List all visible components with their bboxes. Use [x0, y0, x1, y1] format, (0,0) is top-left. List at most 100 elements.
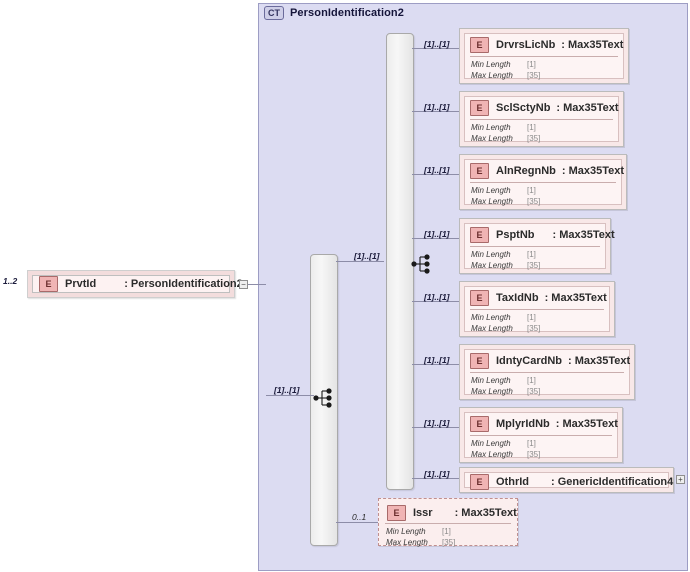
connector-line: [412, 478, 460, 479]
connector-line: [412, 111, 460, 112]
element-box-othrid[interactable]: E OthrId : GenericIdentification4: [459, 467, 674, 493]
element-box-taxidnb[interactable]: E TaxIdNb : Max35Text Min Length [1] Max…: [459, 281, 615, 337]
element-header-row: E IdntyCardNb : Max35Text: [465, 350, 631, 372]
facet-name: Min Length: [471, 313, 511, 322]
facet-row: Min Length [1]: [471, 122, 614, 133]
element-box-inner: E DrvrsLicNb : Max35Text Min Length [1] …: [464, 33, 624, 81]
sequence-bar-inner: [386, 33, 414, 490]
facet-value: [1]: [527, 123, 536, 132]
facet-name: Min Length: [471, 123, 511, 132]
facet-row: Max Length [35]: [471, 196, 617, 207]
element-box-mplyridnb[interactable]: E MplyrIdNb : Max35Text Min Length [1] M…: [459, 407, 623, 463]
element-name: PrvtId: [65, 278, 97, 290]
facet-name: Max Length: [471, 197, 513, 206]
facet-row: Min Length [1]: [471, 438, 613, 449]
facet-row: Max Length [35]: [471, 449, 613, 460]
root-cardinality: 1..2: [3, 276, 18, 286]
outer-cardinality: [1]..[1]: [274, 385, 300, 395]
element-icon: E: [470, 474, 489, 490]
facet-value: [35]: [527, 324, 541, 333]
element-icon: E: [39, 276, 58, 292]
element-icon: E: [470, 416, 489, 432]
collapse-toggle-prvtid[interactable]: −: [239, 280, 248, 289]
element-box-inner: E PsptNb : Max35Text Min Length [1] Max …: [464, 223, 615, 271]
facet-list: Min Length [1] Max Length [35]: [386, 526, 513, 548]
facet-name: Min Length: [386, 527, 426, 536]
element-box-issr[interactable]: E Issr : Max35Text Min Length [1] Max Le…: [378, 498, 518, 548]
facet-list: Min Length [1] Max Length [35]: [471, 185, 617, 207]
facet-name: Min Length: [471, 250, 511, 259]
connector-line: [336, 261, 384, 262]
element-header-row: E PsptNb : Max35Text: [465, 224, 615, 246]
connector-line: [336, 522, 378, 523]
sequence-connector-icon-inner: [411, 253, 437, 275]
facet-value: [1]: [527, 313, 536, 322]
facet-row: Min Length [1]: [471, 59, 619, 70]
element-box-inner: E SclSctyNb : Max35Text Min Length [1] M…: [464, 96, 619, 144]
inner-cardinality: [1]..[1]: [354, 251, 380, 261]
element-box-alnregnnb[interactable]: E AlnRegnNb : Max35Text Min Length [1] M…: [459, 154, 627, 210]
element-box-prvtid[interactable]: E PrvtId : PersonIdentification2: [27, 270, 243, 298]
divider: [470, 182, 616, 183]
connector-line: [412, 238, 460, 239]
element-name: DrvrsLicNb: [496, 39, 556, 51]
element-type: : Max35Text: [454, 507, 517, 519]
connector-line: [248, 284, 266, 285]
child-cardinality: [1]..[1]: [424, 165, 450, 175]
sequence-connector-icon-outer: [313, 387, 339, 409]
facet-list: Min Length [1] Max Length [35]: [471, 249, 601, 271]
facet-list: Min Length [1] Max Length [35]: [471, 312, 605, 334]
divider: [470, 435, 612, 436]
facet-name: Max Length: [471, 71, 513, 80]
element-box-psptnb[interactable]: E PsptNb : Max35Text Min Length [1] Max …: [459, 218, 615, 274]
connector-line: [412, 174, 460, 175]
facet-name: Max Length: [471, 324, 513, 333]
expand-toggle-othrid[interactable]: +: [676, 475, 685, 484]
facet-name: Min Length: [471, 439, 511, 448]
facet-value: [35]: [527, 387, 541, 396]
facet-row: Max Length [35]: [471, 70, 619, 81]
element-type: : Max35Text: [568, 355, 631, 367]
element-icon: E: [470, 290, 489, 306]
facet-name: Max Length: [386, 538, 428, 547]
othrid-cardinality: [1]..[1]: [424, 469, 450, 479]
divider: [470, 309, 604, 310]
child-cardinality: [1]..[1]: [424, 418, 450, 428]
facet-value: [1]: [527, 439, 536, 448]
element-type: : Max35Text: [561, 165, 625, 177]
element-header-row: E MplyrIdNb : Max35Text: [465, 413, 618, 435]
facet-list: Min Length [1] Max Length [35]: [471, 59, 619, 81]
facet-name: Max Length: [471, 450, 513, 459]
facet-value: [1]: [527, 60, 536, 69]
element-name: TaxIdNb: [496, 292, 539, 304]
element-box-idntycardnb[interactable]: E IdntyCardNb : Max35Text Min Length [1]…: [459, 344, 635, 400]
connector-line: [412, 48, 460, 49]
divider: [385, 523, 511, 524]
element-icon: E: [387, 505, 406, 521]
element-type: : Max35Text: [544, 292, 607, 304]
connector-line: [266, 395, 314, 396]
element-box-sclsctynb[interactable]: E SclSctyNb : Max35Text Min Length [1] M…: [459, 91, 624, 147]
divider: [470, 246, 600, 247]
element-header-row: E DrvrsLicNb : Max35Text: [465, 34, 623, 56]
element-box-drvrslicnb[interactable]: E DrvrsLicNb : Max35Text Min Length [1] …: [459, 28, 629, 84]
element-box-prvtid-inner: E PrvtId : PersonIdentification2: [32, 275, 243, 293]
facet-value: [1]: [527, 186, 536, 195]
element-name: OthrId: [496, 476, 529, 488]
facet-value: [35]: [527, 450, 541, 459]
child-cardinality: [1]..[1]: [424, 292, 450, 302]
facet-name: Max Length: [471, 387, 513, 396]
facet-row: Max Length [35]: [471, 386, 625, 397]
element-header-row: E OthrId : GenericIdentification4: [465, 474, 673, 490]
child-cardinality: [1]..[1]: [424, 39, 450, 49]
connector-line: [412, 427, 460, 428]
facet-row: Max Length [35]: [471, 133, 614, 144]
element-box-inner: E OthrId : GenericIdentification4: [464, 472, 673, 490]
complex-type-tag: CT: [264, 6, 284, 20]
element-box-inner: E IdntyCardNb : Max35Text Min Length [1]…: [464, 349, 631, 397]
facet-value: [35]: [527, 197, 541, 206]
element-icon: E: [470, 227, 489, 243]
facet-row: Min Length [1]: [471, 185, 617, 196]
facet-value: [1]: [442, 527, 451, 536]
